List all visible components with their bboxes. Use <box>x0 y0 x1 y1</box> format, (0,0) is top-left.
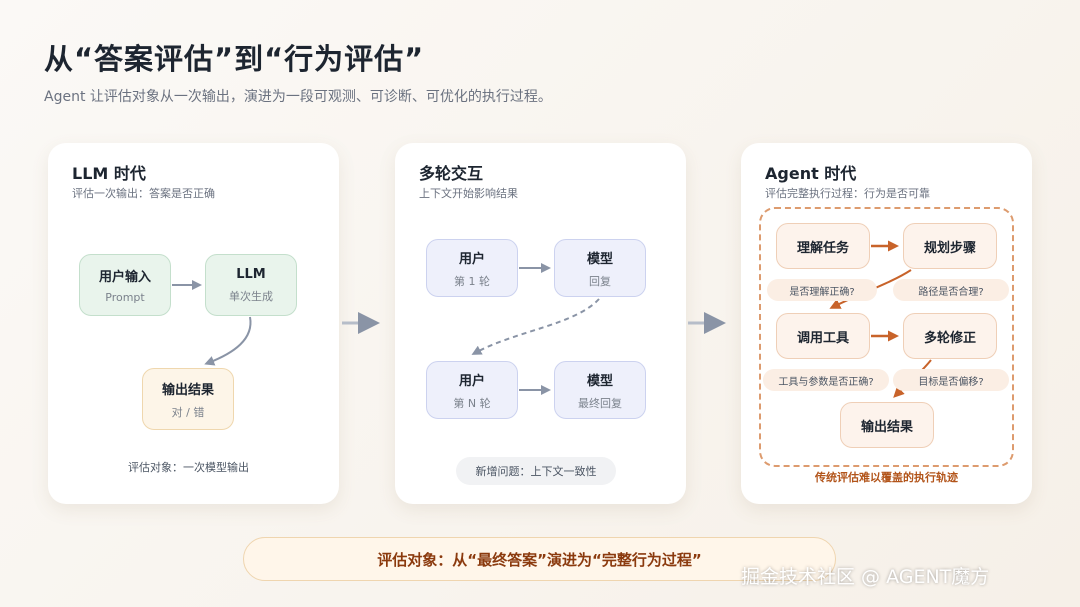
card-title: 多轮交互 <box>419 164 484 183</box>
agent-arrows <box>829 240 932 398</box>
node-understand-task: 理解任务 <box>776 223 870 269</box>
node-label: 调用工具 <box>796 330 849 346</box>
card-llm-era: LLM 时代 评估一次输出：答案是否正确 用户输入 Prompt LLM 单次生… <box>48 143 339 504</box>
page-title: 从“答案评估”到“行为评估” <box>44 42 425 76</box>
node-label: 用户输入 <box>98 270 151 285</box>
node-user-turnN: 用户 第 N 轮 <box>426 361 518 419</box>
node-sublabel: 对 / 错 <box>171 405 205 419</box>
node-user-input: 用户输入 Prompt <box>79 254 171 316</box>
node-label: 输出结果 <box>161 382 214 398</box>
card-subtitle: 评估一次输出：答案是否正确 <box>72 187 215 200</box>
node-call-tool: 调用工具 <box>776 313 870 359</box>
multiturn-arrows <box>471 263 600 395</box>
node-sublabel: 第 1 轮 <box>454 274 490 288</box>
node-sublabel: 最终回复 <box>578 396 622 410</box>
node-multi-revise: 多轮修正 <box>903 313 997 359</box>
card-multiturn: 多轮交互 上下文开始影响结果 用户 第 1 轮 模型 回复 用户 第 N 轮 模… <box>395 143 686 504</box>
llm-eval-note: 评估对象：一次模型输出 <box>128 461 249 474</box>
watermark: 掘金技术社区 @ AGENT魔方 <box>741 566 990 588</box>
node-model-reply: 模型 回复 <box>554 239 646 297</box>
node-plan-steps: 规划步骤 <box>903 223 997 269</box>
node-label: 用户 <box>458 251 485 267</box>
node-label: 多轮修正 <box>923 330 976 346</box>
llm-arrows <box>172 280 252 366</box>
node-sublabel: Prompt <box>105 291 145 304</box>
multiturn-issue-pill: 新增问题：上下文一致性 <box>456 457 616 485</box>
node-label: 模型 <box>586 251 613 267</box>
node-llm: LLM 单次生成 <box>205 254 297 316</box>
node-user-turn1: 用户 第 1 轮 <box>426 239 518 297</box>
node-label: 规划步骤 <box>923 240 976 256</box>
check-understanding: 是否理解正确? <box>767 279 877 301</box>
trace-note: 传统评估难以覆盖的执行轨迹 <box>815 471 958 484</box>
execution-trace-frame <box>759 207 1014 467</box>
node-label: 理解任务 <box>796 240 849 256</box>
card-subtitle: 上下文开始影响结果 <box>419 187 518 200</box>
arrow-llm-to-output <box>204 316 252 366</box>
page-subtitle: Agent 让评估对象从一次输出，演进为一段可观测、可诊断、可优化的执行过程。 <box>44 89 552 105</box>
node-sublabel: 回复 <box>589 274 611 288</box>
node-label: 用户 <box>458 373 485 389</box>
arrow-dashed-context <box>471 298 600 355</box>
check-goal-drift: 目标是否偏移? <box>893 369 1009 391</box>
card-agent-era: Agent 时代 评估完整执行过程：行为是否可靠 理解任务 规划步骤 调用工具 … <box>741 143 1032 504</box>
node-model-final: 模型 最终回复 <box>554 361 646 419</box>
node-label: LLM <box>236 266 266 282</box>
summary-banner: 评估对象：从“最终答案”演进为“完整行为过程” <box>243 537 836 581</box>
node-sublabel: 单次生成 <box>229 289 273 303</box>
node-label: 输出结果 <box>860 419 913 435</box>
node-output: 输出结果 对 / 错 <box>142 368 234 430</box>
card-subtitle: 评估完整执行过程：行为是否可靠 <box>765 187 930 200</box>
card-title: Agent 时代 <box>765 164 857 183</box>
node-label: 模型 <box>586 373 613 389</box>
check-tool-params: 工具与参数是否正确? <box>763 369 889 391</box>
card-title: LLM 时代 <box>72 164 146 183</box>
check-path: 路径是否合理? <box>893 279 1009 301</box>
node-sublabel: 第 N 轮 <box>453 396 491 410</box>
node-agent-output: 输出结果 <box>840 402 934 448</box>
